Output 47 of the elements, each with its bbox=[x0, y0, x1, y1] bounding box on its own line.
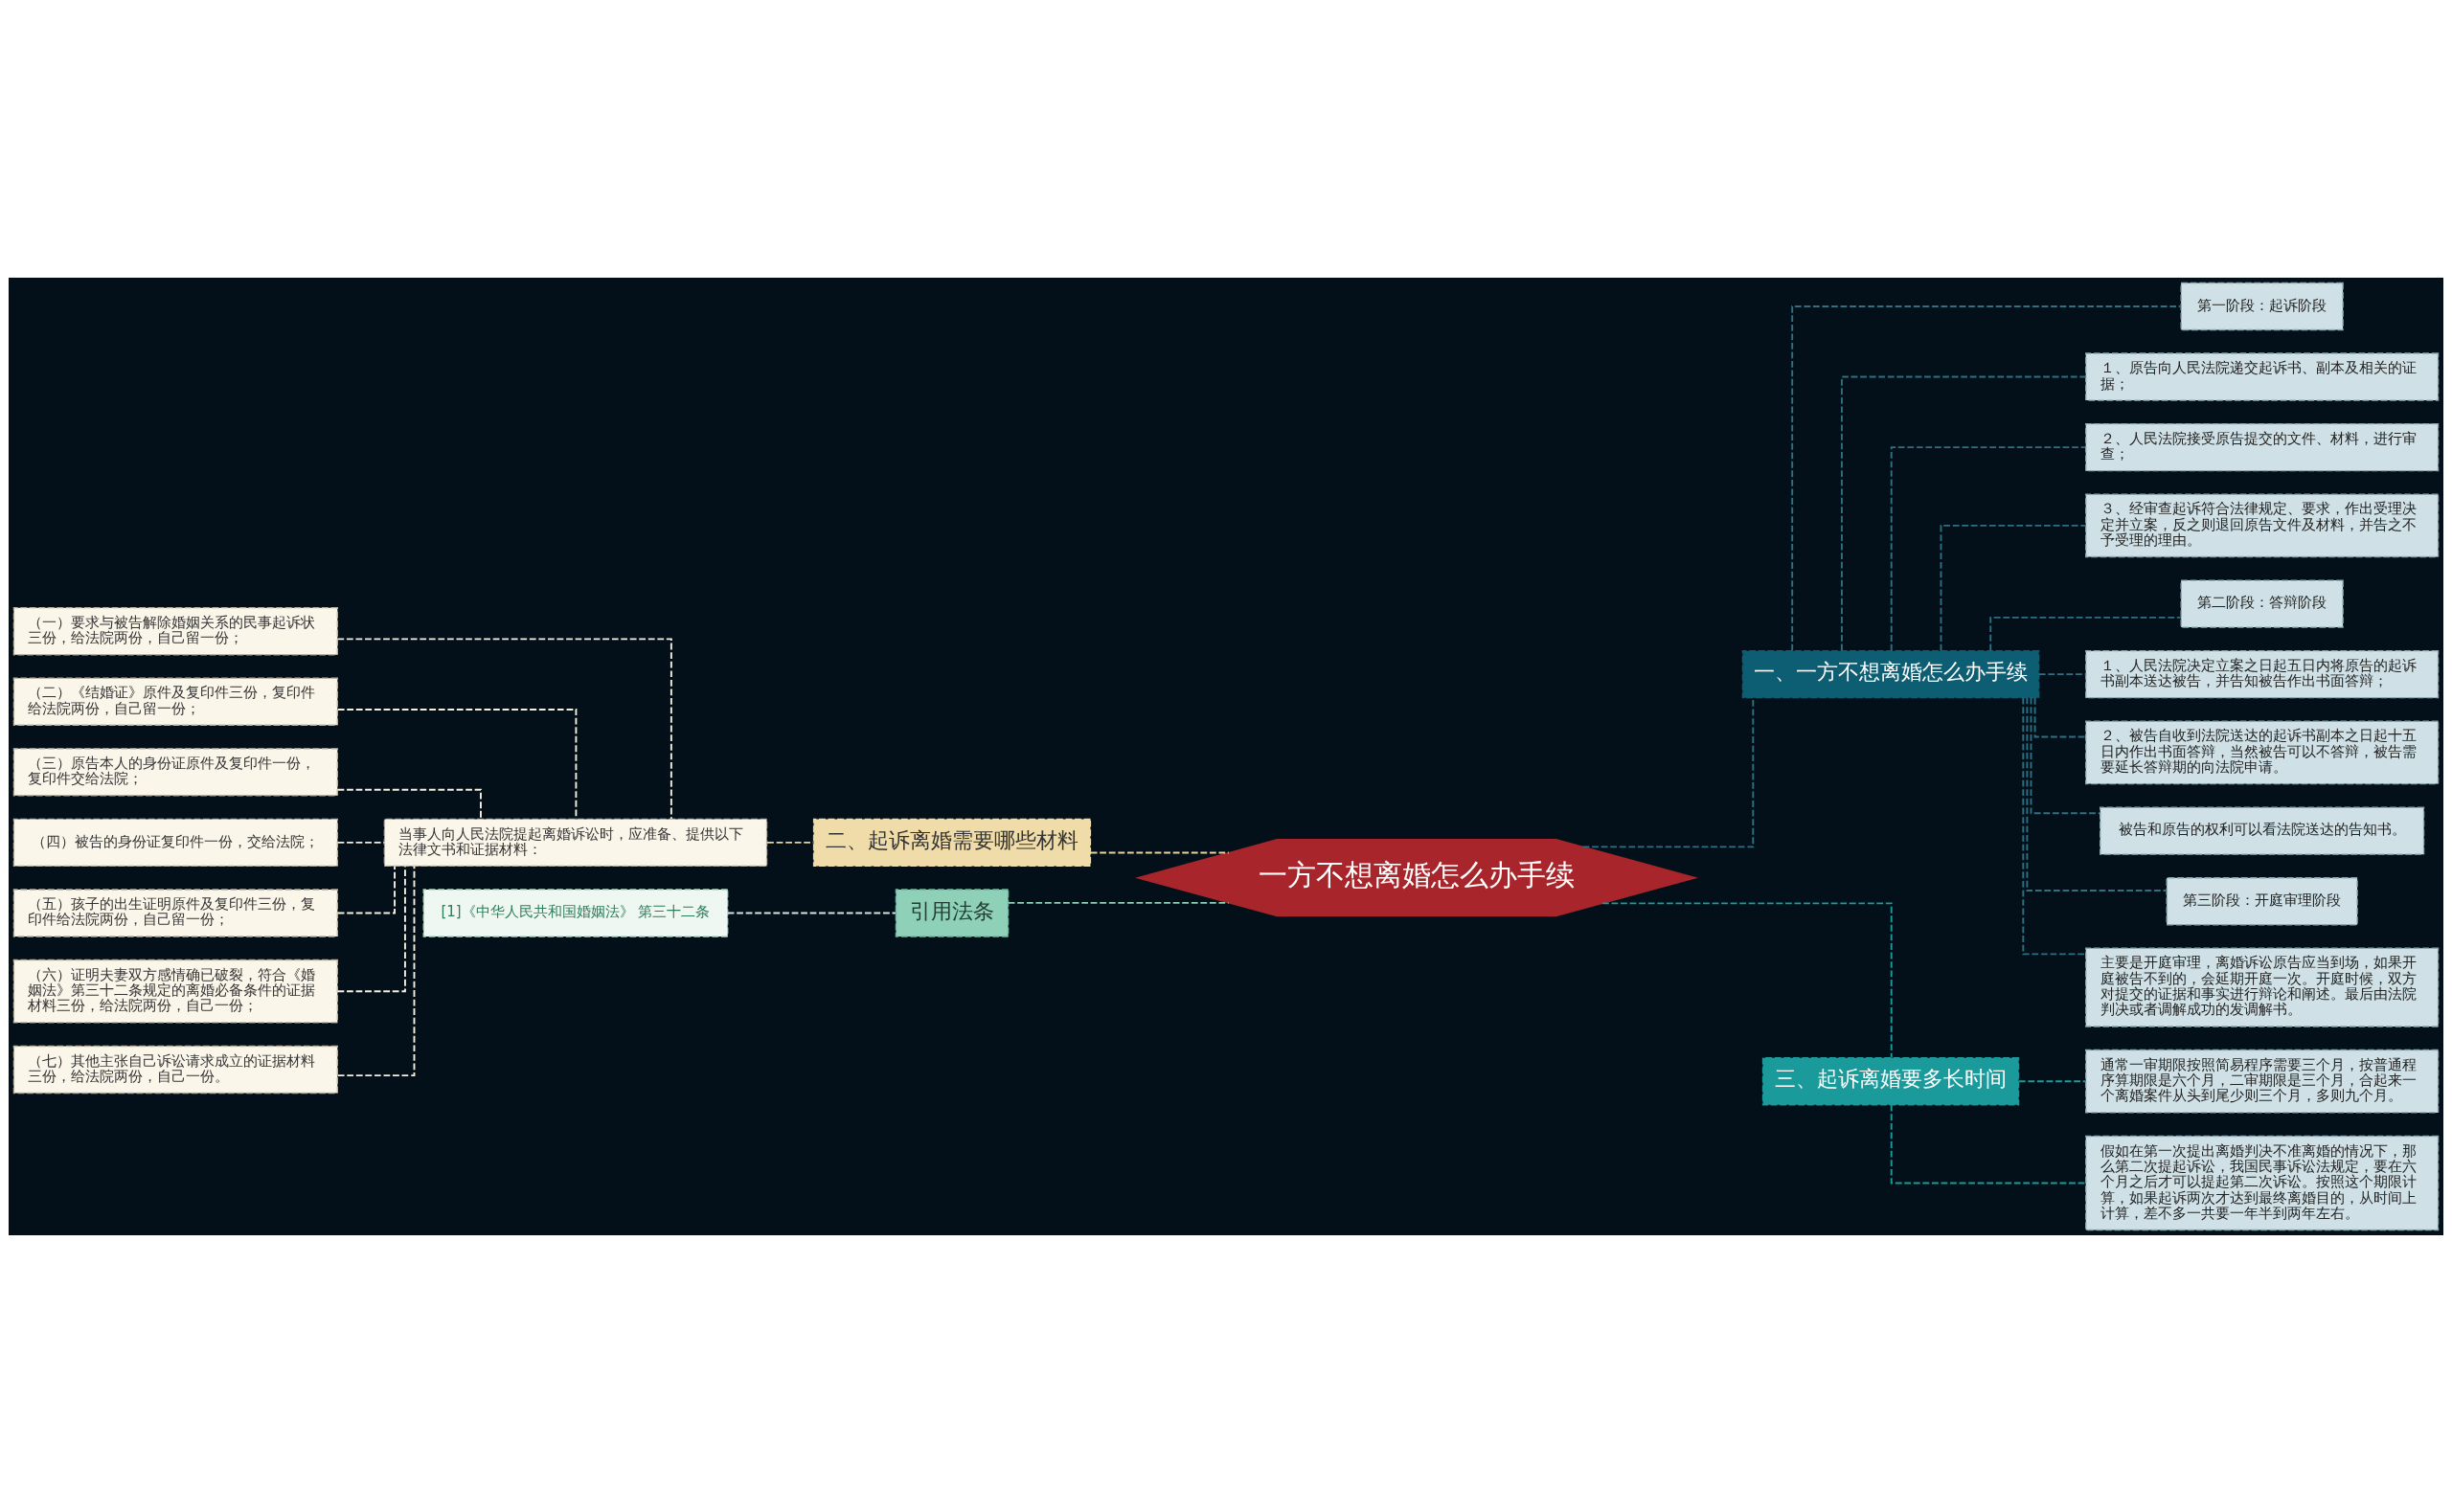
node-box: 第三阶段：开庭审理阶段 bbox=[2166, 876, 2358, 925]
node-box: 当事人向人民法院提起离婚诉讼时，应准备、提供以下法律文书和证据材料： bbox=[383, 818, 768, 867]
node-box: （五）孩子的出生证明原件及复印件三份，复印件给法院两份，自己留一份； bbox=[12, 888, 338, 937]
connector bbox=[1008, 901, 1230, 904]
node-box: １、原告向人民法院递交起诉书、副本及相关的证据； bbox=[2085, 351, 2440, 401]
connector bbox=[2018, 1079, 2087, 1082]
node-box: 假如在第一次提出离婚判决不准离婚的情况下，那么第二次提起诉讼，我国民事诉讼法规定，要在六个月之后才可以提起第二次诉讼。按照这个期限计算，如果起诉两次才达到最终离婚目的，从时间上计算，差不多一共要一年半到两年左右。 bbox=[2085, 1135, 2440, 1230]
connector bbox=[2033, 696, 2087, 737]
node-box: （三）原告本人的身份证原件及复印件一份，复印件交给法院； bbox=[12, 747, 338, 797]
node-box: 三、起诉离婚要多长时间 bbox=[1761, 1056, 2020, 1105]
node-box: ３、经审查起诉符合法律规定、要求，作出受理决定并立案，反之则退回原告文件及材料，并告之不予受理的理由。 bbox=[2085, 493, 2440, 557]
connector bbox=[1791, 305, 2182, 651]
node-box: [1]《中华人民共和国婚姻法》 第三十二条 bbox=[422, 888, 729, 937]
connector bbox=[1890, 445, 2087, 651]
connector bbox=[1989, 616, 2182, 651]
connector bbox=[1601, 901, 1893, 1058]
connector bbox=[1089, 851, 1230, 853]
node-box: 引用法条 bbox=[895, 888, 1010, 937]
connector bbox=[2037, 672, 2087, 675]
node-box: 二、起诉离婚需要哪些材料 bbox=[812, 818, 1092, 867]
node-box: （二）《结婚证》原件及复印件三份，复印件给法院两份，自己留一份； bbox=[12, 677, 338, 726]
node-box: 第二阶段：答辩阶段 bbox=[2180, 578, 2344, 628]
node-box: ２、人民法院接受原告提交的文件、材料，进行审查； bbox=[2085, 422, 2440, 471]
connector bbox=[336, 865, 406, 992]
connector bbox=[2026, 696, 2168, 891]
node-box: （六）证明夫妻双方感情确已破裂，符合《婚姻法》第三十二条规定的离婚必备条件的证据材料三份，给法院两份，自己一份； bbox=[12, 959, 338, 1024]
connector bbox=[1940, 524, 2087, 651]
connector bbox=[336, 865, 396, 914]
node-box: （四）被告的身份证复印件一份，交给法院； bbox=[12, 818, 338, 867]
connector bbox=[1841, 375, 2087, 651]
node-box: 通常一审期限按照简易程序需要三个月，按普通程序算期限是六个月，二审期限是三个月，合起来一个离婚案件从头到尾少则三个月，多则九个月。 bbox=[2085, 1049, 2440, 1114]
connector bbox=[1890, 1103, 2087, 1184]
node-box: １、人民法院决定立案之日起五日内将原告的起诉书副本送达被告，并告知被告作出书面答辩； bbox=[2085, 649, 2440, 698]
connector bbox=[2030, 696, 2101, 814]
connector bbox=[336, 841, 386, 844]
connector bbox=[336, 637, 672, 820]
node-box: 一、一方不想离婚怎么办手续 bbox=[1741, 649, 2040, 698]
node-box: 第一阶段：起诉阶段 bbox=[2180, 282, 2344, 330]
node-box: （一）要求与被告解除婚姻关系的民事起诉状三份，给法院两份，自己留一份； bbox=[12, 606, 338, 655]
node-box: 被告和原告的权利可以看法院送达的告知书。 bbox=[2100, 805, 2425, 855]
connector bbox=[2022, 696, 2087, 955]
connector bbox=[726, 912, 897, 914]
node-box: （七）其他主张自己诉讼请求成立的证据材料三份，给法院两份，自己一份。 bbox=[12, 1045, 338, 1094]
node-box: ２、被告自收到法院送达的起诉书副本之日起十五日内作出书面答辩，当然被告可以不答辩，被告需要延长答辩期的向法院申请。 bbox=[2085, 720, 2440, 784]
connector bbox=[336, 865, 416, 1076]
connector bbox=[336, 708, 578, 820]
node-box: 主要是开庭审理，离婚诉讼原告应当到场，如果开庭被告不到的，会延期开庭一次。开庭时候，双方对提交的证据和事实进行辩论和阐述。最后由法院判决或者调解成功的发调解书。 bbox=[2085, 947, 2440, 1027]
